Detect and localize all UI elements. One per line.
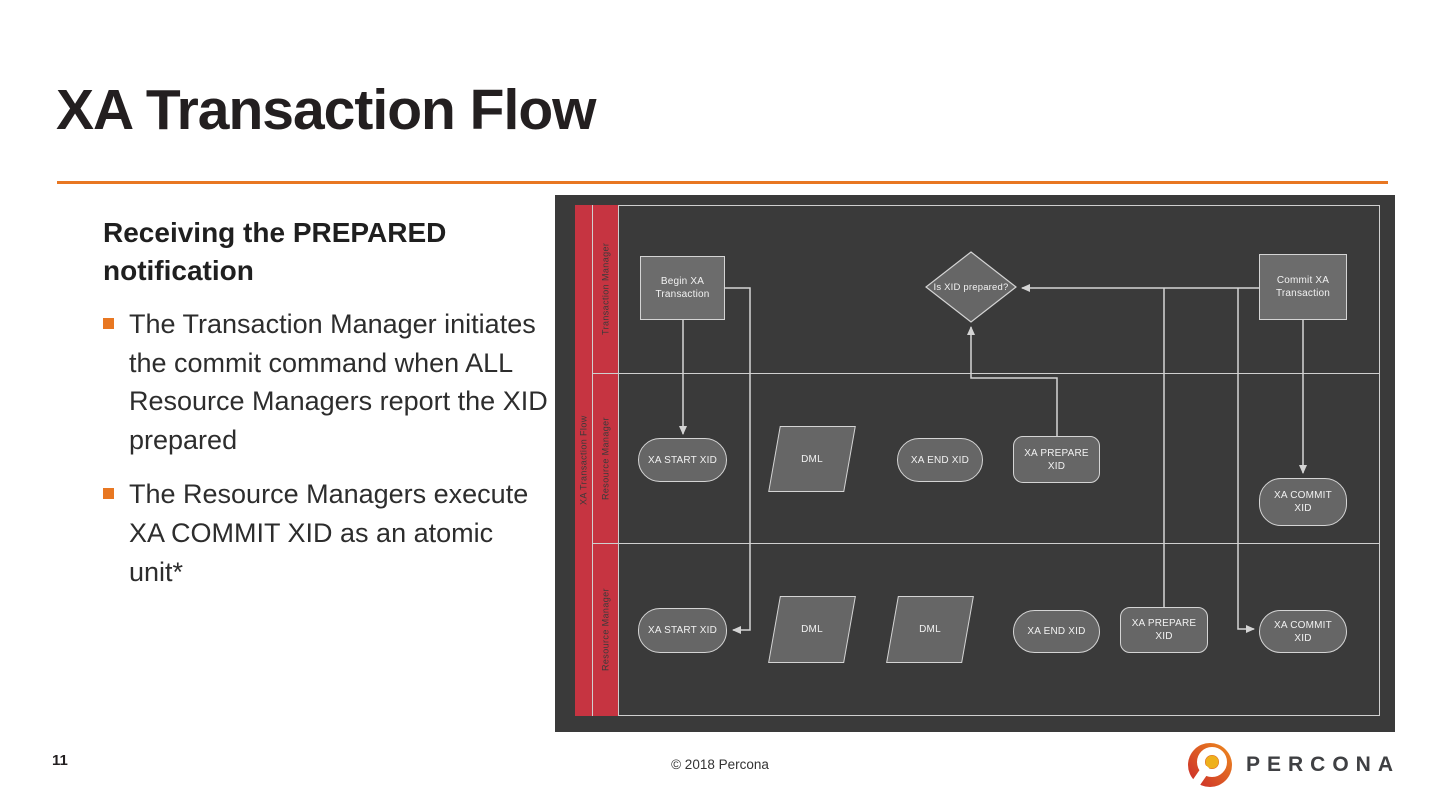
slide-title: XA Transaction Flow <box>56 78 596 142</box>
node-rm2-dml-2: DML <box>885 596 975 663</box>
body-text-block: Receiving the PREPARED notification The … <box>103 214 551 607</box>
lane-header-transaction-manager: Transaction Manager <box>600 242 611 336</box>
bullet-list: The Transaction Manager initiates the co… <box>103 305 551 592</box>
copyright-text: © 2018 Percona <box>671 757 769 772</box>
node-label: DML <box>919 624 941 635</box>
percona-logo: PERCONA <box>1187 742 1400 788</box>
percona-logo-icon <box>1187 743 1232 788</box>
bullet-item: The Transaction Manager initiates the co… <box>103 305 551 461</box>
node-rm1-xa-commit-xid: XA COMMIT XID <box>1259 478 1347 526</box>
node-rm2-dml-1: DML <box>767 596 857 663</box>
bullet-text: The Resource Managers execute XA COMMIT … <box>129 479 529 587</box>
node-label: DML <box>801 453 823 465</box>
node-commit-xa-transaction: Commit XA Transaction <box>1259 254 1347 320</box>
flow-title-bar <box>575 205 593 716</box>
node-rm2-xa-start-xid: XA START XID <box>638 608 727 653</box>
lane-header-resource-manager-1: Resource Manager <box>600 417 611 500</box>
lane-separator <box>593 373 1380 374</box>
node-rm1-xa-end-xid: XA END XID <box>897 438 983 482</box>
node-label: DML <box>801 624 823 635</box>
node-rm2-xa-end-xid: XA END XID <box>1013 610 1100 653</box>
node-rm2-xa-prepare-xid: XA PREPARE XID <box>1120 607 1208 653</box>
lane-separator <box>593 543 1380 544</box>
accent-divider <box>57 181 1388 184</box>
node-rm1-xa-prepare-xid: XA PREPARE XID <box>1013 436 1100 483</box>
node-is-xid-prepared: Is XID prepared? <box>933 281 1009 293</box>
node-rm2-xa-commit-xid: XA COMMIT XID <box>1259 610 1347 653</box>
lane-header-resource-manager-2: Resource Manager <box>600 588 611 672</box>
bullet-square-icon <box>103 488 114 500</box>
page-number: 11 <box>52 752 68 769</box>
node-begin-xa-transaction: Begin XA Transaction <box>640 256 725 320</box>
lane-header-bar <box>593 205 619 716</box>
xa-flowchart: XA Transaction Flow Transaction Manager … <box>555 195 1395 732</box>
node-rm1-dml: DML <box>767 426 857 492</box>
percona-wordmark: PERCONA <box>1245 753 1400 776</box>
bullet-text: The Transaction Manager initiates the co… <box>129 308 548 456</box>
node-rm1-xa-start-xid: XA START XID <box>638 438 727 482</box>
bullet-item: The Resource Managers execute XA COMMIT … <box>103 475 551 592</box>
bullet-square-icon <box>103 317 114 329</box>
content-heading: Receiving the PREPARED notification <box>103 217 447 287</box>
diagram-title-vertical: XA Transaction Flow <box>578 415 589 506</box>
